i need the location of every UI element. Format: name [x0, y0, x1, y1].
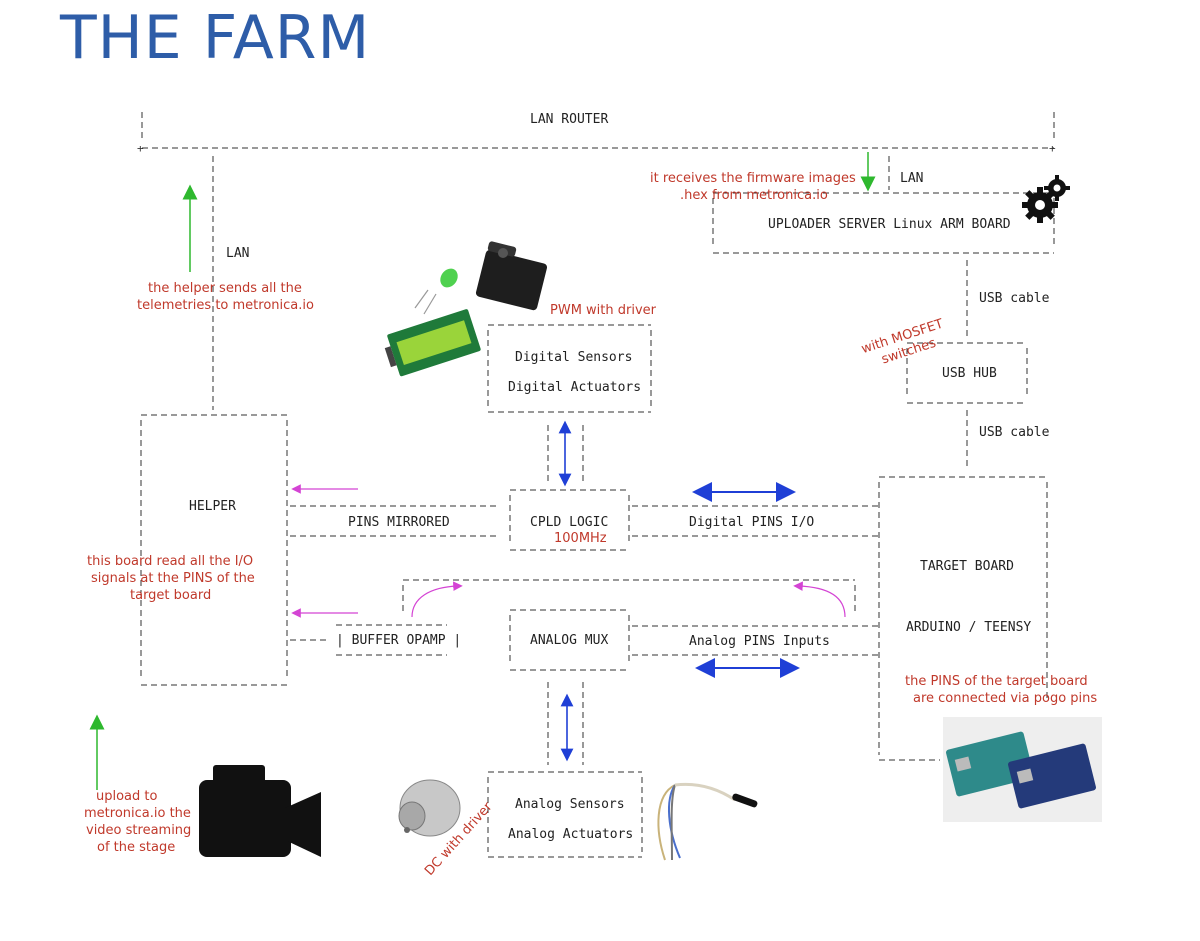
telemetry-note-line2: telemetries to metronica.io — [137, 298, 314, 313]
temperature-probe-icon — [657, 782, 758, 861]
helper-read-note-line1: this board read all the I/O — [87, 554, 253, 569]
led-icon — [414, 268, 458, 315]
arduino-teensy-label: ARDUINO / TEENSY — [906, 620, 1031, 635]
analog-actuators-label: Analog Actuators — [508, 827, 633, 842]
video-camera-icon — [199, 765, 321, 857]
lcd-display-icon — [384, 309, 481, 377]
digital-sensors-label: Digital Sensors — [515, 350, 632, 365]
lan-left-label: LAN — [226, 246, 249, 261]
uploader-server-label: UPLOADER SERVER Linux ARM BOARD — [768, 217, 1011, 232]
analog-mux-block: ANALOG MUX — [509, 609, 630, 671]
video-note-line4: of the stage — [97, 840, 175, 855]
opamp-feed-arrow — [411, 581, 463, 618]
analog-sensors-block: Analog Sensors Analog Actuators — [487, 771, 643, 858]
pwm-note: PWM with driver — [550, 303, 657, 318]
usb-cable-label-2: USB cable — [979, 425, 1050, 440]
pins-mirrored-label: PINS MIRRORED — [348, 515, 450, 530]
svg-text:+: + — [1049, 142, 1056, 155]
pogo-note-line2: are connected via pogo pins — [913, 691, 1097, 706]
target-board-block: TARGET BOARD ARDUINO / TEENSY — [878, 476, 1048, 761]
video-note-line3: video streaming — [86, 823, 191, 838]
buffer-opamp-label: | BUFFER OPAMP | — [336, 633, 461, 648]
digital-sensors-block: Digital Sensors Digital Actuators — [487, 324, 652, 413]
usb-cable-label-1: USB cable — [979, 291, 1050, 306]
digital-actuators-label: Digital Actuators — [508, 380, 641, 395]
analog-sensors-label: Analog Sensors — [515, 797, 625, 812]
pogo-note-line1: the PINS of the target board — [905, 674, 1088, 689]
svg-text:+: + — [137, 142, 144, 155]
lan-router-block: + + LAN ROUTER — [137, 112, 1056, 155]
gears-icon — [1022, 175, 1070, 223]
target-feed-arrow — [793, 581, 846, 618]
helper-block: HELPER — [140, 414, 288, 686]
page-title: THE FARM — [59, 3, 370, 73]
helper-read-note-line2: signals at the PINS of the — [91, 571, 255, 586]
target-board-label: TARGET BOARD — [920, 559, 1014, 574]
firmware-note-line1: it receives the firmware images — [650, 171, 856, 186]
cpld-logic-block: CPLD LOGIC 100MHz — [509, 489, 630, 551]
analog-pins-inputs-label: Analog PINS Inputs — [689, 634, 830, 649]
helper-read-note-line3: target board — [130, 588, 211, 603]
telemetry-note-line1: the helper sends all the — [148, 281, 302, 296]
uploader-server-block: UPLOADER SERVER Linux ARM BOARD — [712, 192, 1055, 254]
video-note-line2: metronica.io the — [84, 806, 191, 821]
servo-motor-icon — [475, 241, 548, 311]
dc-motor-icon — [398, 779, 461, 837]
usb-hub-label: USB HUB — [942, 366, 997, 381]
lan-upper-label: LAN — [900, 171, 923, 186]
cpld-logic-label: CPLD LOGIC — [530, 515, 608, 530]
helper-label: HELPER — [189, 499, 236, 514]
video-note-line1: upload to — [96, 789, 158, 804]
lan-router-label: LAN ROUTER — [530, 112, 608, 127]
digital-pins-io-label: Digital PINS I/O — [689, 515, 814, 530]
arduino-boards-icon — [943, 717, 1102, 822]
usb-hub-block: USB HUB — [906, 342, 1028, 404]
cpld-frequency-note: 100MHz — [554, 531, 607, 546]
firmware-note-line2: .hex from metronica.io — [680, 188, 828, 203]
analog-mux-label: ANALOG MUX — [530, 633, 608, 648]
